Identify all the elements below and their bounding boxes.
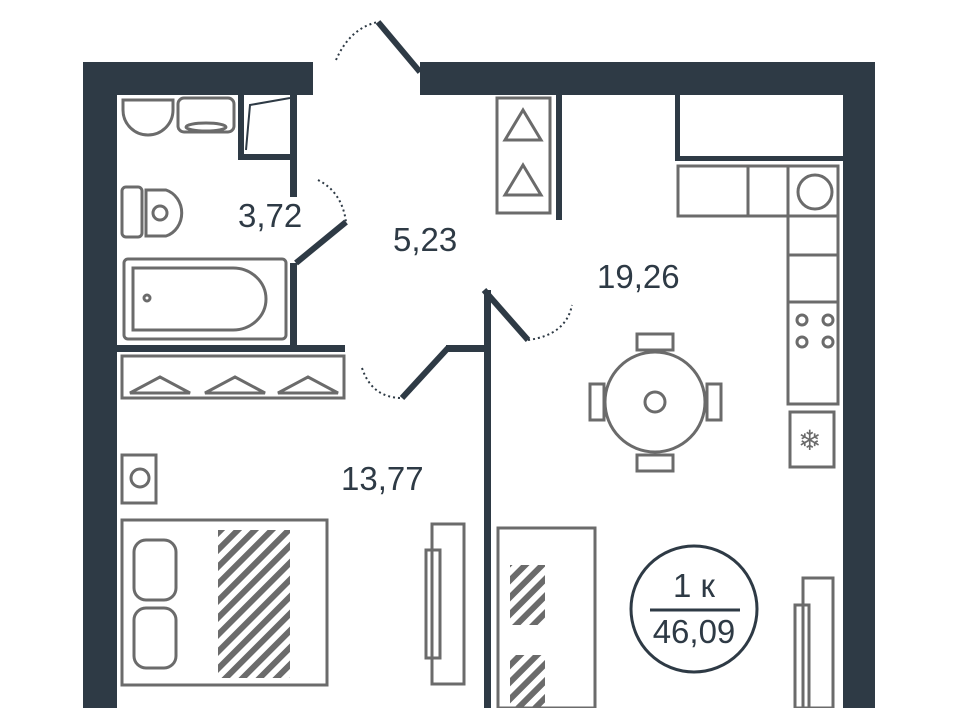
area-bathroom: 3,72 [238, 197, 302, 234]
svg-text:❄: ❄ [798, 425, 821, 456]
area-bedroom: 13,77 [341, 460, 424, 497]
doors [245, 20, 573, 401]
room-labels: 3,72 5,23 19,26 13,77 [238, 197, 680, 497]
area-kitchen-living: 19,26 [597, 258, 680, 295]
room-count: 1 к [673, 567, 716, 604]
furniture: ❄ [120, 96, 840, 708]
total-area-badge: 1 к 46,09 [629, 544, 759, 674]
area-hallway: 5,23 [393, 221, 457, 258]
walls [83, 62, 875, 708]
total-area: 46,09 [653, 613, 736, 650]
